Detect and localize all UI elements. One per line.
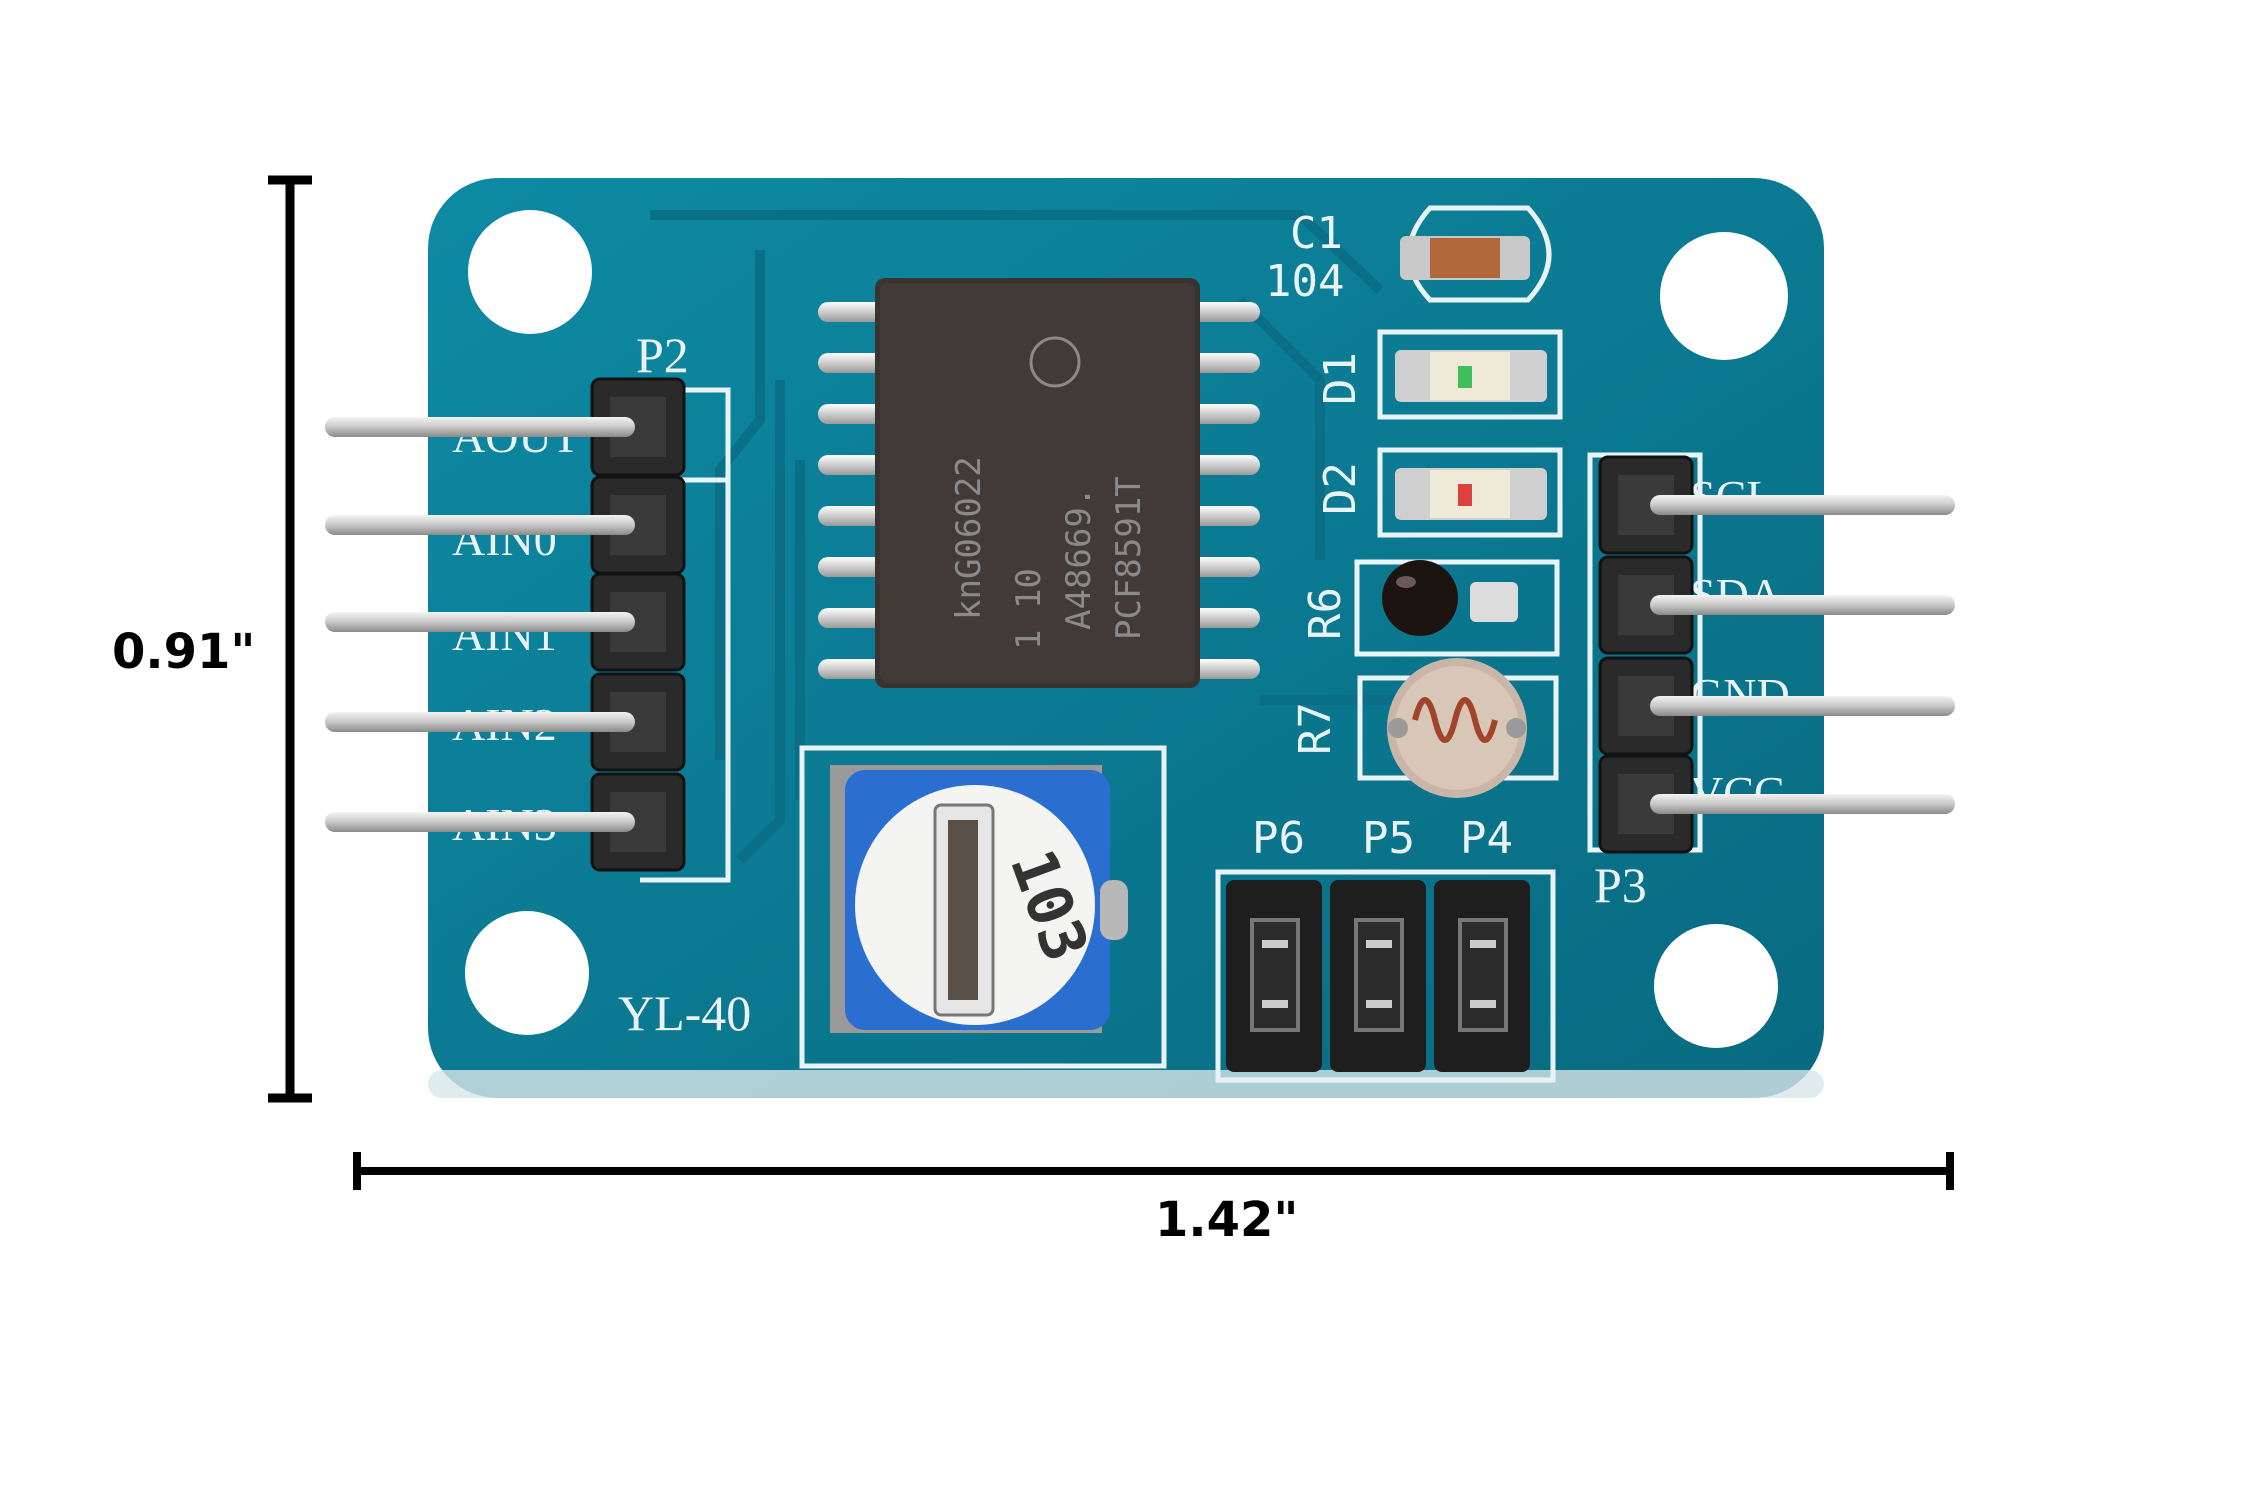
- header-pin[interactable]: [325, 377, 686, 477]
- height-label: 0.91": [112, 624, 255, 680]
- d2-label: D2: [1315, 462, 1366, 515]
- jumper-p4[interactable]: [1434, 880, 1530, 1072]
- r6-label: R6: [1300, 587, 1351, 640]
- d1-label: D1: [1315, 352, 1366, 405]
- chip-lead: [818, 608, 888, 628]
- jumper-p5[interactable]: [1330, 880, 1426, 1072]
- right-header-p3[interactable]: [1598, 455, 1955, 854]
- chip-lead: [1190, 353, 1260, 373]
- chip-line: knG06022: [949, 456, 989, 620]
- chip-lead: [818, 659, 888, 679]
- left-header-p2[interactable]: [325, 377, 686, 872]
- width-label: 1.42": [1155, 1192, 1298, 1248]
- header-pin[interactable]: [325, 772, 686, 872]
- header-pin[interactable]: [1598, 455, 1955, 555]
- header-pin[interactable]: [325, 572, 686, 672]
- chip-line: A48669.: [1059, 487, 1099, 630]
- led-d1: [1395, 350, 1547, 402]
- chip-lead: [1190, 302, 1260, 322]
- chip-lead: [1190, 557, 1260, 577]
- chip-lead: [1190, 455, 1260, 475]
- chip-lead: [818, 557, 888, 577]
- photoresistor-r7: [1387, 658, 1527, 798]
- pot-outline: [799, 745, 1167, 1069]
- mounting-hole: [465, 911, 589, 1035]
- header-pin[interactable]: [1598, 656, 1955, 756]
- led-d2: [1395, 468, 1547, 520]
- p6-label: P6: [1252, 813, 1305, 864]
- d2-outline: [1377, 447, 1563, 538]
- chip-lead: [818, 506, 888, 526]
- jumper-outline: [1215, 869, 1556, 1083]
- height-dimension: 0.91": [112, 175, 312, 1103]
- r6-outline: [1354, 559, 1560, 657]
- header-pin[interactable]: [1598, 555, 1955, 655]
- thermistor-r6: [1382, 560, 1518, 636]
- chip-lead: [1190, 608, 1260, 628]
- mounting-hole: [1660, 232, 1788, 360]
- chip-line: PCF8591T: [1109, 476, 1149, 640]
- chip-lead: [818, 302, 888, 322]
- p5-label: P5: [1362, 813, 1415, 864]
- chip-lead: [818, 404, 888, 424]
- potentiometer[interactable]: 103: [830, 765, 1128, 1033]
- chip-lead: [1190, 506, 1260, 526]
- jumper-p6[interactable]: [1226, 880, 1322, 1072]
- capacitor-c1: [1400, 236, 1530, 280]
- p4-label: P4: [1460, 813, 1513, 864]
- mounting-hole: [1654, 924, 1778, 1048]
- p3-outline: [1587, 452, 1703, 853]
- pcf8591-chip: knG06022 1 10 A48669. PCF8591T: [818, 278, 1260, 688]
- model-label: YL-40: [618, 985, 751, 1041]
- c1-label: C1: [1290, 208, 1343, 259]
- header-pin[interactable]: [325, 672, 686, 772]
- mounting-hole: [468, 210, 592, 334]
- header-pin[interactable]: [1598, 754, 1955, 854]
- chip-lead: [1190, 404, 1260, 424]
- chip-line: 1 10: [1009, 568, 1049, 650]
- chip-lead: [818, 353, 888, 373]
- d1-outline: [1377, 329, 1563, 420]
- c1-value-label: 104: [1265, 256, 1344, 307]
- chip-lead: [818, 455, 888, 475]
- r7-label: R7: [1290, 702, 1341, 755]
- p2-label: P2: [636, 327, 689, 383]
- p3-label: P3: [1594, 857, 1647, 913]
- width-dimension: 1.42": [353, 1152, 1954, 1248]
- chip-lead: [1190, 659, 1260, 679]
